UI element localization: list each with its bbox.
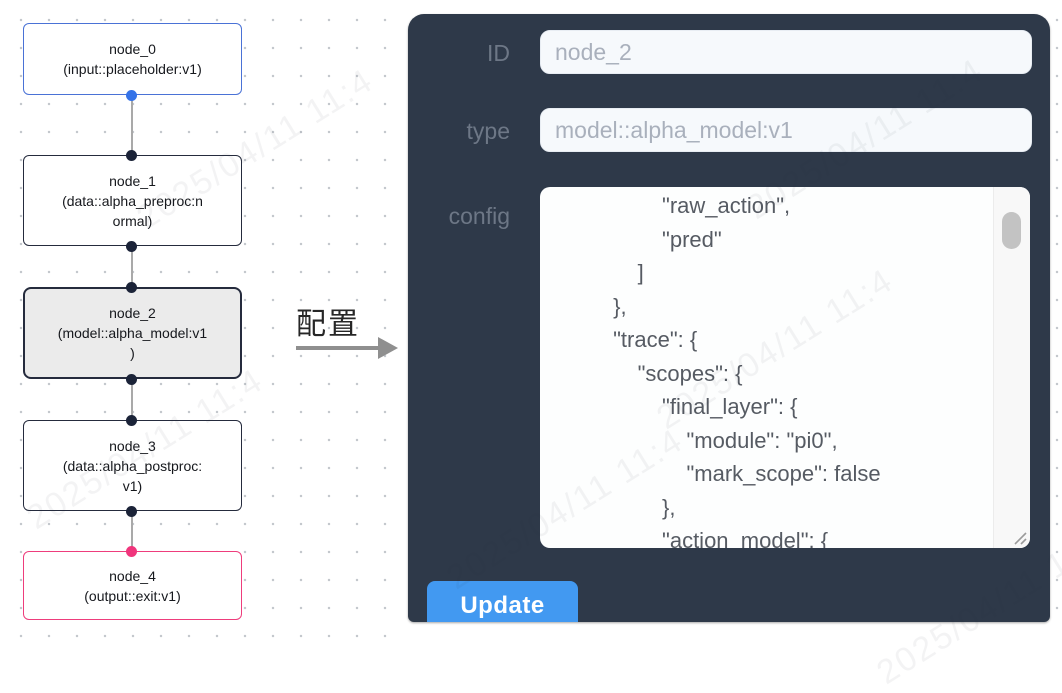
graph-node-node_3[interactable]: node_3 (data::alpha_postproc: v1): [23, 420, 242, 511]
type-input[interactable]: [540, 108, 1032, 152]
graph-node-node_2-selected[interactable]: node_2 (model::alpha_model:v1 ): [23, 287, 242, 379]
config-textarea[interactable]: "raw_action", "pred" ] }, "trace": { "sc…: [540, 187, 1030, 548]
port-node2-output[interactable]: [126, 374, 137, 385]
graph-node-node_0[interactable]: node_0 (input::placeholder:v1): [23, 23, 242, 95]
id-field-label: ID: [487, 40, 510, 66]
graph-node-node_1[interactable]: node_1 (data::alpha_preproc:n ormal): [23, 155, 242, 246]
port-node0-output[interactable]: [126, 90, 137, 101]
right-arrow-icon: [296, 346, 380, 350]
node-config-panel: ID type config "raw_action", "pred" ] },…: [408, 14, 1050, 622]
edge-node1-node2: [131, 246, 133, 287]
graph-node-node_4[interactable]: node_4 (output::exit:v1): [23, 551, 242, 620]
config-field-label: config: [448, 203, 510, 229]
right-arrow-head-icon: [378, 337, 398, 359]
port-node1-output[interactable]: [126, 241, 137, 252]
edge-node0-node1: [131, 95, 133, 155]
port-node1-input[interactable]: [126, 150, 137, 161]
port-node3-output[interactable]: [126, 506, 137, 517]
update-button[interactable]: Update: [427, 581, 578, 622]
port-node3-input[interactable]: [126, 415, 137, 426]
port-node2-input[interactable]: [126, 282, 137, 293]
scrollbar-thumb[interactable]: [1002, 212, 1021, 249]
scrollbar-track[interactable]: [993, 187, 1030, 548]
background: [408, 622, 1062, 643]
config-json-text: "raw_action", "pred" ] }, "trace": { "sc…: [613, 193, 881, 548]
id-input[interactable]: [540, 30, 1032, 74]
edge-node3-node4: [131, 511, 133, 551]
type-field-label: type: [466, 118, 510, 144]
edge-node2-node3: [131, 379, 133, 420]
resize-handle-icon[interactable]: [1011, 529, 1027, 545]
configure-label: 配置: [296, 308, 360, 341]
port-node4-input[interactable]: [126, 546, 137, 557]
